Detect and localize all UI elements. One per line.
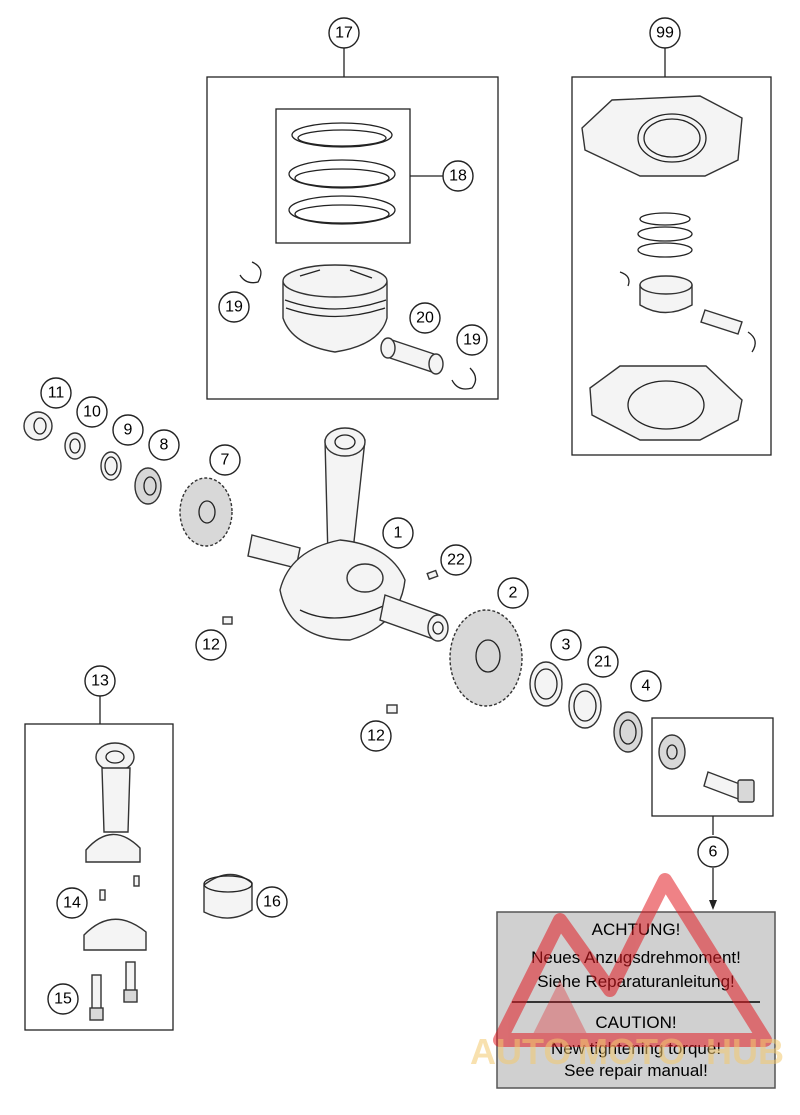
- callout-21: 21: [587, 646, 619, 678]
- callout-13: 13: [84, 665, 116, 697]
- left-side-parts: [23, 411, 233, 547]
- callout-8: 8: [148, 429, 180, 461]
- svg-text:12: 12: [202, 637, 220, 654]
- callout-12b: 12: [360, 720, 392, 752]
- svg-text:10: 10: [83, 404, 101, 421]
- watermark-text-right: HUB: [706, 1031, 784, 1072]
- piston: [282, 264, 388, 353]
- callout-10: 10: [76, 396, 108, 428]
- svg-text:21: 21: [594, 654, 612, 671]
- svg-text:16: 16: [263, 894, 281, 911]
- svg-text:15: 15: [54, 991, 72, 1008]
- svg-text:99: 99: [656, 25, 674, 42]
- callout-14: 14: [56, 887, 88, 919]
- circlip-right: [451, 367, 477, 390]
- warning-en-title: CAUTION!: [595, 1013, 676, 1032]
- callout-6: 6: [697, 836, 729, 868]
- woodruff-key-22: [426, 569, 439, 581]
- piston-pin: [380, 337, 444, 375]
- leader-lines: [99, 48, 717, 910]
- svg-text:9: 9: [124, 422, 133, 439]
- woodruff-key-12a: [222, 616, 233, 625]
- svg-text:19: 19: [225, 299, 243, 316]
- svg-text:13: 13: [91, 673, 109, 690]
- watermark-text-left: AUTO: [470, 1031, 571, 1072]
- warning-de-line2: Siehe Reparaturanleitung!: [537, 972, 735, 991]
- callout-17: 17: [328, 17, 360, 49]
- bearing-shell: [203, 873, 253, 919]
- warning-en-line2: See repair manual!: [564, 1061, 708, 1080]
- callout-7: 7: [209, 444, 241, 476]
- right-side-parts: [449, 609, 643, 753]
- conrod-group-box: [24, 723, 174, 1031]
- piston-group-box: [206, 76, 499, 400]
- callout-12a: 12: [195, 629, 227, 661]
- svg-text:11: 11: [48, 385, 65, 402]
- callout-15: 15: [47, 983, 79, 1015]
- callout-3: 3: [550, 629, 582, 661]
- svg-text:6: 6: [709, 844, 718, 861]
- callout-16: 16: [256, 886, 288, 918]
- callout-9: 9: [112, 414, 144, 446]
- piston-rings: [288, 122, 396, 225]
- woodruff-key-12b: [386, 704, 398, 714]
- svg-text:17: 17: [335, 25, 353, 42]
- callout-19b: 19: [456, 324, 488, 356]
- svg-text:12: 12: [367, 728, 385, 745]
- watermark-logo: [493, 873, 772, 1047]
- bolt-parts: [658, 734, 755, 803]
- callout-2: 2: [497, 577, 529, 609]
- circlip-left: [239, 261, 262, 284]
- svg-text:8: 8: [160, 437, 169, 454]
- watermark-text-mid: MOTO: [578, 1031, 685, 1072]
- svg-text:1: 1: [394, 525, 403, 542]
- crankshaft-assembly: [247, 427, 449, 642]
- conrod-parts: [83, 742, 147, 1021]
- svg-text:2: 2: [509, 585, 518, 602]
- gasket-kit-parts: [581, 95, 756, 441]
- svg-text:18: 18: [449, 168, 467, 185]
- svg-text:7: 7: [221, 452, 230, 469]
- gasket-kit-box: [571, 76, 772, 456]
- svg-text:3: 3: [562, 637, 571, 654]
- callout-20: 20: [409, 302, 441, 334]
- callout-1: 1: [382, 517, 414, 549]
- svg-text:22: 22: [447, 552, 465, 569]
- callout-99: 99: [649, 17, 681, 49]
- callout-19a: 19: [218, 291, 250, 323]
- callout-4: 4: [630, 670, 662, 702]
- callout-22: 22: [440, 544, 472, 576]
- callout-11: 11: [40, 377, 72, 409]
- svg-text:14: 14: [63, 895, 81, 912]
- svg-text:20: 20: [416, 310, 434, 327]
- svg-text:19: 19: [463, 332, 481, 349]
- callout-18: 18: [442, 160, 474, 192]
- svg-text:4: 4: [642, 678, 651, 695]
